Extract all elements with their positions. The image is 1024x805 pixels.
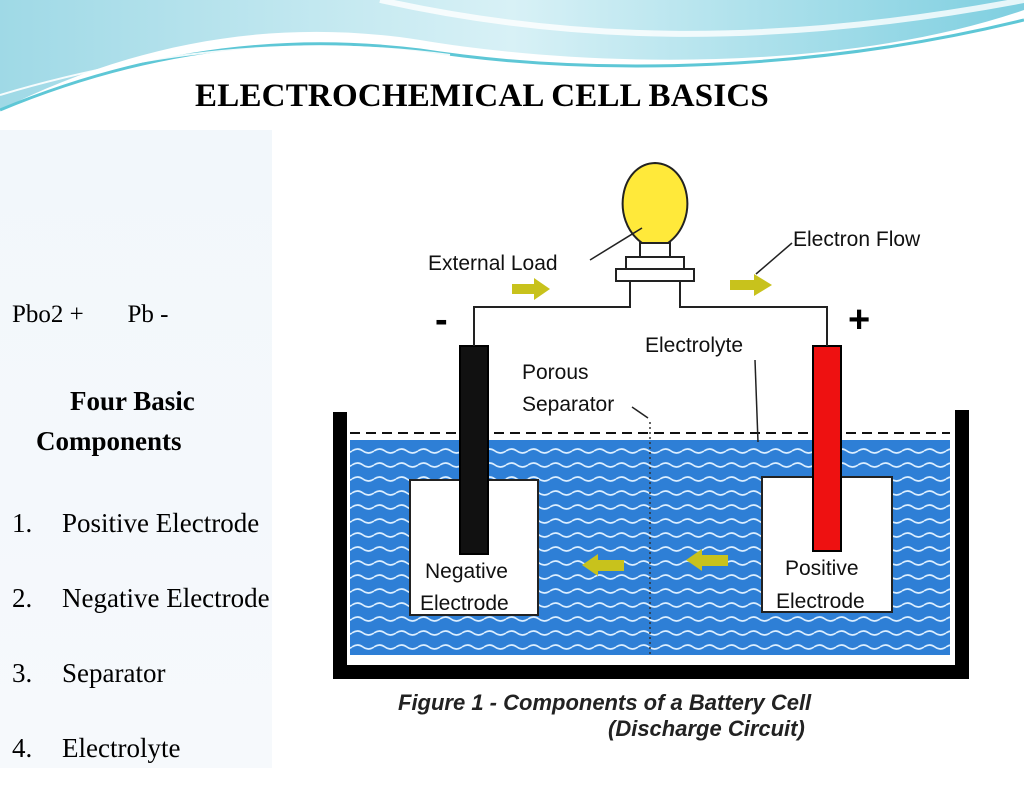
list-item: 1. Positive Electrode bbox=[12, 505, 270, 580]
list-item-number: 2. bbox=[12, 583, 33, 613]
components-list: 1. Positive Electrode 2. Negative Electrod… bbox=[12, 505, 270, 805]
list-item: 2. Negative Electrode bbox=[12, 580, 270, 655]
list-item: 4. Electrolyte bbox=[12, 730, 270, 805]
header-wave-decoration bbox=[0, 0, 1024, 112]
positive-electrode-label-line-1: Positive bbox=[785, 557, 859, 580]
figure-caption-line-1: Figure 1 - Components of a Battery Cell bbox=[398, 690, 812, 715]
list-item-number: 3. bbox=[12, 658, 33, 688]
electron-flow-label: Electron Flow bbox=[793, 228, 921, 251]
negative-electrode bbox=[459, 345, 489, 555]
ion-flow-arrow-right-icon bbox=[686, 549, 728, 571]
left-panel-background bbox=[0, 130, 272, 768]
battery-cell-diagram: External Load Electron Flow - + Electrol… bbox=[333, 161, 969, 679]
electrolyte-label: Electrolyte bbox=[645, 334, 743, 357]
list-item-label: Electrolyte bbox=[62, 733, 181, 763]
separator-leader bbox=[631, 406, 649, 419]
components-heading-line-1: Four Basic bbox=[70, 386, 195, 416]
electron-flow-leader bbox=[755, 242, 793, 275]
porous-separator-label-line-1: Porous bbox=[522, 361, 589, 384]
positive-wire bbox=[679, 280, 828, 346]
light-bulb-icon bbox=[615, 161, 695, 282]
figure-caption: Figure 1 - Components of a Battery Cell … bbox=[398, 690, 918, 742]
electrolyte-leader bbox=[754, 359, 759, 443]
list-item-label: Negative Electrode bbox=[62, 583, 270, 613]
positive-electrode-label-line-2: Electrode bbox=[776, 590, 865, 613]
list-item-label: Positive Electrode bbox=[62, 508, 260, 538]
cell-container bbox=[333, 410, 969, 679]
ion-flow-arrow-left-icon bbox=[582, 554, 624, 576]
porous-separator-label-line-2: Separator bbox=[522, 393, 614, 416]
electron-flow-arrow-right-icon bbox=[730, 274, 772, 296]
components-heading: Four Basic Components bbox=[36, 381, 266, 461]
list-item-label: Separator bbox=[62, 658, 166, 688]
figure-caption-line-2: (Discharge Circuit) bbox=[608, 716, 805, 741]
electron-flow-arrow-left-icon bbox=[512, 278, 550, 300]
formula-text: Pbo2 + Pb - bbox=[12, 301, 169, 328]
external-load-label: External Load bbox=[428, 252, 558, 275]
positive-electrode bbox=[812, 345, 842, 552]
negative-wire bbox=[473, 280, 631, 346]
components-heading-line-2: Components bbox=[36, 426, 182, 456]
negative-electrode-label-line-2: Electrode bbox=[420, 592, 509, 615]
list-item-number: 4. bbox=[12, 733, 33, 763]
list-item: 3. Separator bbox=[12, 655, 270, 730]
negative-electrode-label-line-1: Negative bbox=[425, 560, 508, 583]
list-item-number: 1. bbox=[12, 508, 33, 538]
positive-terminal-sign: + bbox=[848, 299, 870, 341]
slide-title: ELECTROCHEMICAL CELL BASICS bbox=[195, 78, 769, 114]
negative-terminal-sign: - bbox=[435, 299, 448, 341]
external-load-leader bbox=[589, 227, 643, 261]
